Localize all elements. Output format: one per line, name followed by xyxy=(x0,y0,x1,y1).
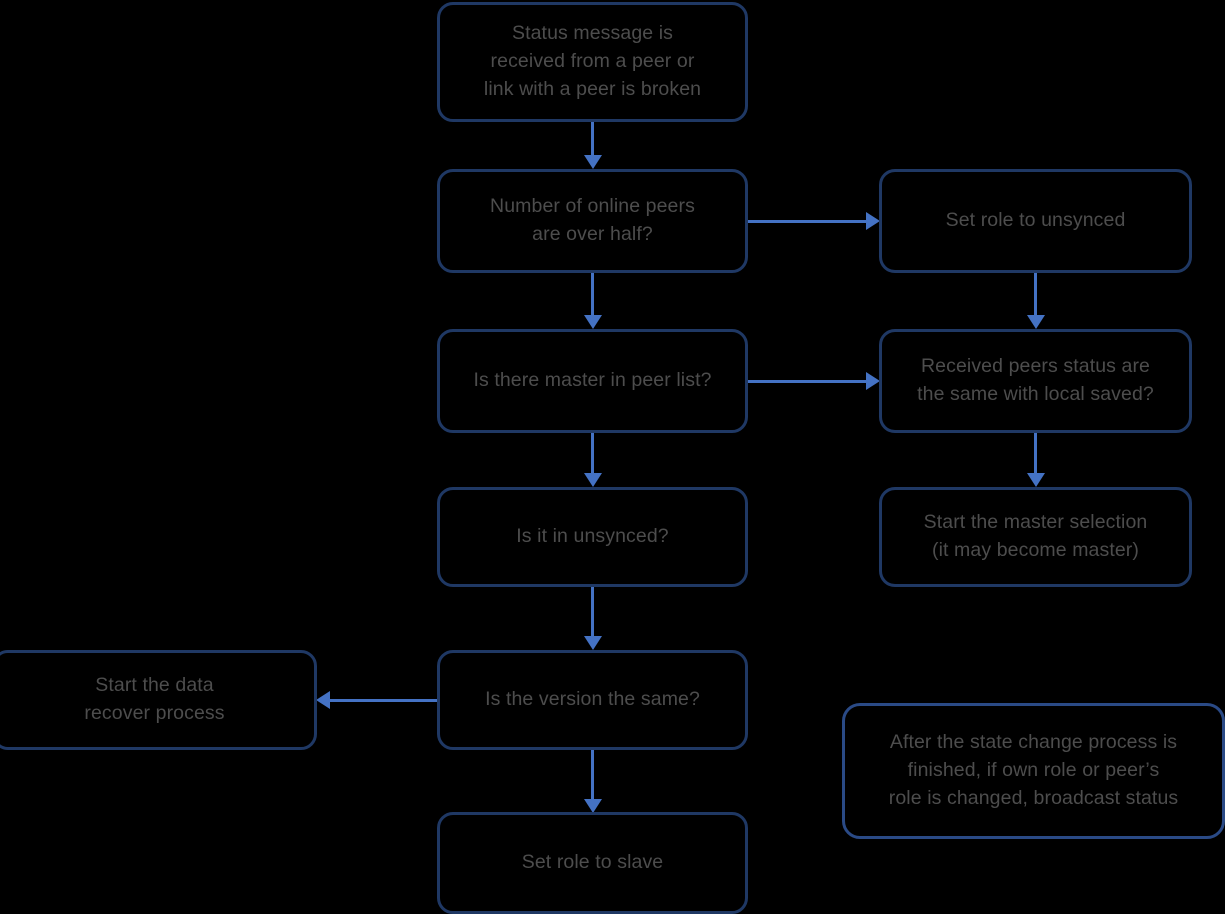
edge-status-to-online-peers xyxy=(591,122,594,158)
edge-master-list-to-peers-status-arrowhead xyxy=(866,372,880,390)
edge-unsynced-to-peers-status xyxy=(1034,273,1037,317)
edge-unsynced-to-peers-status-arrowhead xyxy=(1026,315,1045,329)
node-set-role-slave[interactable]: Set role to slave xyxy=(437,812,748,914)
edge-online-peers-to-unsynced-arrowhead xyxy=(866,212,880,230)
node-received-peers-status-same[interactable]: Received peers status are the same with … xyxy=(879,329,1192,433)
edge-online-peers-to-master-list xyxy=(591,273,594,317)
edge-master-list-to-is-unsynced xyxy=(591,433,594,475)
node-is-version-same[interactable]: Is the version the same? xyxy=(437,650,748,750)
edge-online-peers-to-master-list-arrowhead xyxy=(583,315,602,329)
edge-peers-status-to-master-selection xyxy=(1034,433,1037,475)
node-online-peers-over-half[interactable]: Number of online peers are over half? xyxy=(437,169,748,273)
edge-peers-status-to-master-selection-arrowhead xyxy=(1026,473,1045,487)
edge-is-unsynced-to-version-arrowhead xyxy=(583,636,602,650)
node-set-role-unsynced[interactable]: Set role to unsynced xyxy=(879,169,1192,273)
edge-master-list-to-is-unsynced-arrowhead xyxy=(583,473,602,487)
edge-version-to-set-slave xyxy=(591,750,594,800)
node-is-it-unsynced[interactable]: Is it in unsynced? xyxy=(437,487,748,587)
edge-status-to-online-peers-arrowhead xyxy=(583,155,602,169)
edge-version-to-data-recover-arrowhead xyxy=(316,691,330,709)
node-broadcast-status-note: After the state change process is finish… xyxy=(842,703,1225,839)
node-status-message-received[interactable]: Status message is received from a peer o… xyxy=(437,2,748,122)
edge-version-to-set-slave-arrowhead xyxy=(583,799,602,813)
edge-version-to-data-recover xyxy=(330,698,438,702)
node-master-in-peer-list[interactable]: Is there master in peer list? xyxy=(437,329,748,433)
node-start-data-recover[interactable]: Start the data recover process xyxy=(0,650,317,750)
edge-online-peers-to-unsynced xyxy=(748,219,868,223)
edge-is-unsynced-to-version xyxy=(591,587,594,637)
edge-master-list-to-peers-status xyxy=(748,379,868,383)
node-start-master-selection[interactable]: Start the master selection (it may becom… xyxy=(879,487,1192,587)
